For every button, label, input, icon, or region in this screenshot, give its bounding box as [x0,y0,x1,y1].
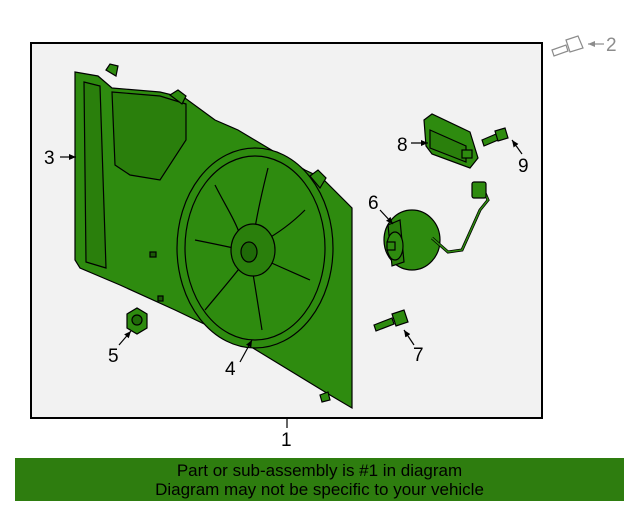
callout-8: 8 [397,135,408,156]
controller-module-icon[interactable] [423,113,479,169]
bolt-icon[interactable] [373,309,409,332]
info-banner: Part or sub-assembly is #1 in diagram Di… [15,458,624,501]
fan-blade-icon[interactable] [176,147,334,349]
screw-icon[interactable] [481,127,509,147]
banner-line-2: Diagram may not be specific to your vehi… [155,480,484,499]
callout-2: 2 [606,35,617,56]
banner-line-1: Part or sub-assembly is #1 in diagram [176,461,463,480]
nut-icon[interactable] [126,307,148,335]
leader-lines [60,41,604,428]
callout-6: 6 [368,193,379,214]
callout-1: 1 [281,430,292,451]
callout-3: 3 [44,148,55,169]
grey-bolt-icon[interactable] [551,35,584,57]
callout-5: 5 [108,346,119,367]
callout-4: 4 [225,359,236,380]
fan-motor-icon[interactable] [383,181,490,271]
callout-9: 9 [518,156,529,177]
callout-7: 7 [413,345,424,366]
